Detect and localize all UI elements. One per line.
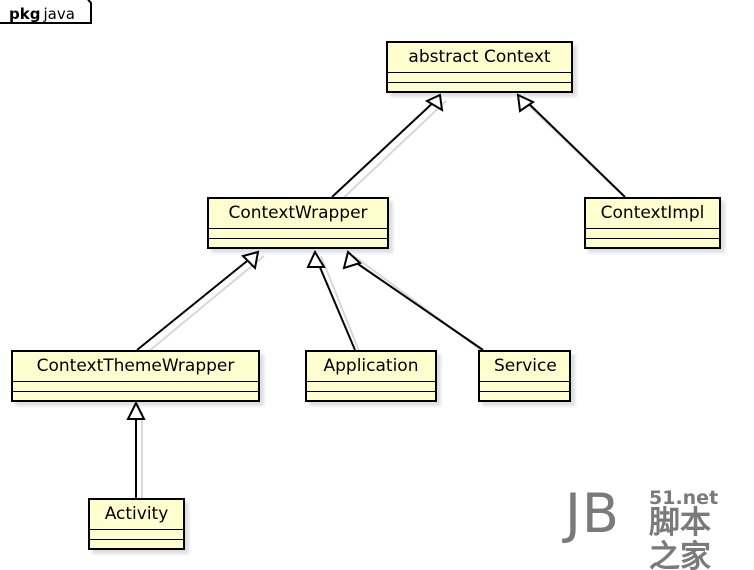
edge-contextthemewrapper-to-contextwrapper [136,250,260,351]
edge-contextwrapper-to-context [331,93,444,198]
watermark-name-text: 脚本之家 [649,505,711,570]
package-tab-shape [0,0,92,24]
class-box-contextwrapper[interactable]: ContextWrapper [207,197,389,249]
class-attributes-compartment [90,530,183,540]
class-methods-compartment [307,392,435,402]
generalization-arrowhead [342,250,362,270]
class-name-application: Application [307,352,435,382]
class-box-contextimpl[interactable]: ContextImpl [584,197,721,249]
class-box-service[interactable]: Service [478,350,571,402]
edge-activity-to-contextthemewrapper [126,400,146,498]
package-name: java [43,5,75,23]
class-name-service: Service [480,352,569,382]
class-name-activity: Activity [90,500,183,530]
class-box-context[interactable]: abstract Context [386,41,573,93]
class-name-contextthemewrapper: ContextThemeWrapper [13,352,258,382]
watermark-logo-text: JB [565,482,620,545]
class-box-contextthemewrapper[interactable]: ContextThemeWrapper [11,350,260,402]
package-keyword: pkg [9,5,41,23]
class-methods-compartment [90,540,183,550]
edge-contextimpl-to-context [516,93,626,198]
generalization-arrowhead [126,400,146,420]
class-methods-compartment [209,239,387,249]
class-methods-compartment [480,392,569,402]
class-box-activity[interactable]: Activity [88,498,185,550]
class-attributes-compartment [586,229,719,239]
generalization-arrowhead [306,249,326,268]
generalization-arrowhead [516,93,536,113]
edge-application-to-contextwrapper [306,249,356,351]
class-name-contextimpl: ContextImpl [586,199,719,229]
class-methods-compartment [13,392,258,402]
class-methods-compartment [586,239,719,249]
generalization-arrowhead [424,93,444,112]
class-attributes-compartment [13,382,258,392]
class-box-application[interactable]: Application [305,350,437,402]
watermark-site-text: 51.net [649,487,719,509]
class-attributes-compartment [480,382,569,392]
package-frame-tab [0,0,92,28]
generalization-arrowhead [241,250,260,271]
watermark: JB 51.net 脚本之家 [565,482,740,570]
edge-shadows [141,100,632,504]
class-name-context: abstract Context [388,43,571,73]
class-name-contextwrapper: ContextWrapper [209,199,387,229]
edge-service-to-contextwrapper [342,250,484,351]
class-methods-compartment [388,83,571,93]
class-attributes-compartment [307,382,435,392]
class-attributes-compartment [388,73,571,83]
class-attributes-compartment [209,229,387,239]
